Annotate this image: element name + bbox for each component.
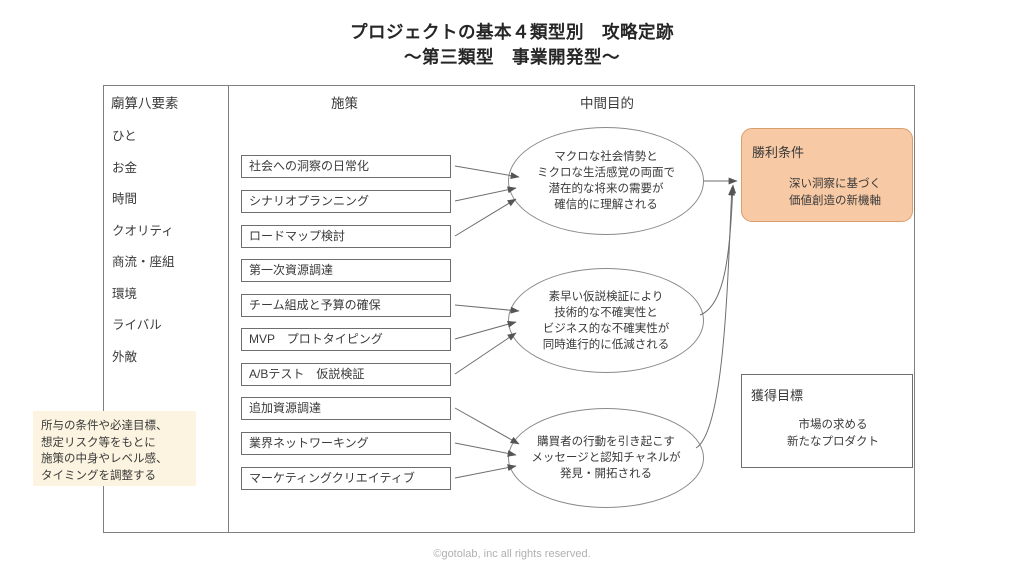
midgoal-ellipse[interactable]: マクロな社会情勢と ミクロな生活感覚の両面で 潜在的な将来の需要が 確信的に理解…	[508, 127, 704, 235]
column-header-measures: 施策	[331, 96, 358, 111]
measure-box[interactable]: マーケティングクリエイティブ	[241, 467, 451, 490]
goal-body: 市場の求める 新たなプロダクト	[742, 417, 914, 450]
midgoal-line: 技術的な不確実性と	[554, 306, 658, 319]
goal-line: 市場の求める	[798, 419, 868, 431]
column-header-elements: 廟算八要素	[111, 96, 179, 111]
goal-line: 新たなプロダクト	[787, 435, 879, 448]
page-title: プロジェクトの基本４類型別 攻略定跡 〜第三類型 事業開発型〜	[0, 20, 1024, 70]
note-line: 施策の中身やレベル感、	[41, 453, 168, 465]
midgoal-line: ミクロな生活感覚の両面で	[537, 167, 675, 179]
midgoal-line: メッセージと認知チャネルが	[531, 452, 681, 464]
midgoal-line: 購買者の行動を引き起こす	[537, 436, 675, 448]
midgoal-line: 潜在的な将来の需要が	[548, 183, 664, 195]
element-item: お金	[112, 160, 138, 175]
midgoal-ellipse[interactable]: 素早い仮説検証により 技術的な不確実性と ビジネス的な不確実性が 同時進行的に低…	[508, 268, 704, 373]
measure-box[interactable]: MVP プロトタイピング	[241, 328, 451, 351]
measure-box[interactable]: 業界ネットワーキング	[241, 432, 451, 455]
element-item: ライバル	[112, 318, 162, 332]
measure-box[interactable]: シナリオプランニング	[241, 190, 451, 213]
midgoal-line: 同時進行的に低減される	[542, 338, 670, 351]
note-line: 想定リスク等をもとに	[41, 436, 156, 449]
midgoal-line: 発見・開拓される	[560, 468, 652, 480]
element-item: クオリティ	[112, 223, 174, 238]
midgoal-line: ビジネス的な不確実性が	[542, 322, 670, 335]
element-item: 商流・座組	[112, 255, 175, 269]
measure-box[interactable]: A/Bテスト 仮説検証	[241, 363, 451, 386]
measure-box[interactable]: チーム組成と予算の確保	[241, 294, 451, 317]
footer-copyright: ©gotolab, inc all rights reserved.	[433, 548, 591, 560]
win-condition-line: 深い洞察に基づく	[789, 178, 881, 190]
midgoal-line: 確信的に理解される	[554, 199, 658, 211]
element-item: ひと	[112, 129, 137, 143]
element-item: 時間	[112, 192, 138, 206]
goal-box[interactable]: 獲得目標 市場の求める 新たなプロダクト	[741, 374, 913, 468]
note-line: 所与の条件や必達目標、	[41, 420, 168, 432]
title-line-1: プロジェクトの基本４類型別 攻略定跡	[350, 22, 674, 42]
adjustment-note: 所与の条件や必達目標、 想定リスク等をもとに 施策の中身やレベル感、 タイミング…	[33, 411, 196, 486]
note-line: タイミングを調整する	[41, 469, 156, 482]
column-header-midgoals: 中間目的	[580, 96, 634, 111]
midgoal-ellipse[interactable]: 購買者の行動を引き起こす メッセージと認知チャネルが 発見・開拓される	[508, 408, 704, 508]
frame-column-divider	[228, 85, 229, 533]
midgoal-line: 素早い仮説検証により	[548, 290, 664, 303]
elements-list: ひと お金 時間 クオリティ 商流・座組 環境 ライバル 外敵	[112, 127, 224, 379]
win-condition-body: 深い洞察に基づく 価値創造の新機軸	[742, 176, 914, 209]
diagram-frame	[103, 85, 915, 533]
measure-box[interactable]: ロードマップ検討	[241, 225, 451, 248]
measure-box[interactable]: 社会への洞察の日常化	[241, 155, 451, 178]
element-item: 環境	[112, 286, 138, 301]
element-item: 外敵	[112, 349, 138, 364]
midgoal-line: マクロな社会情勢と	[554, 151, 658, 163]
win-condition-box[interactable]: 勝利条件 深い洞察に基づく 価値創造の新機軸	[741, 128, 913, 222]
title-line-2: 〜第三類型 事業開発型〜	[404, 46, 620, 67]
win-condition-line: 価値創造の新機軸	[789, 194, 881, 207]
goal-title: 獲得目標	[751, 388, 804, 403]
win-condition-title: 勝利条件	[752, 145, 805, 160]
measure-box[interactable]: 追加資源調達	[241, 397, 451, 420]
measure-box[interactable]: 第一次資源調達	[241, 259, 451, 282]
